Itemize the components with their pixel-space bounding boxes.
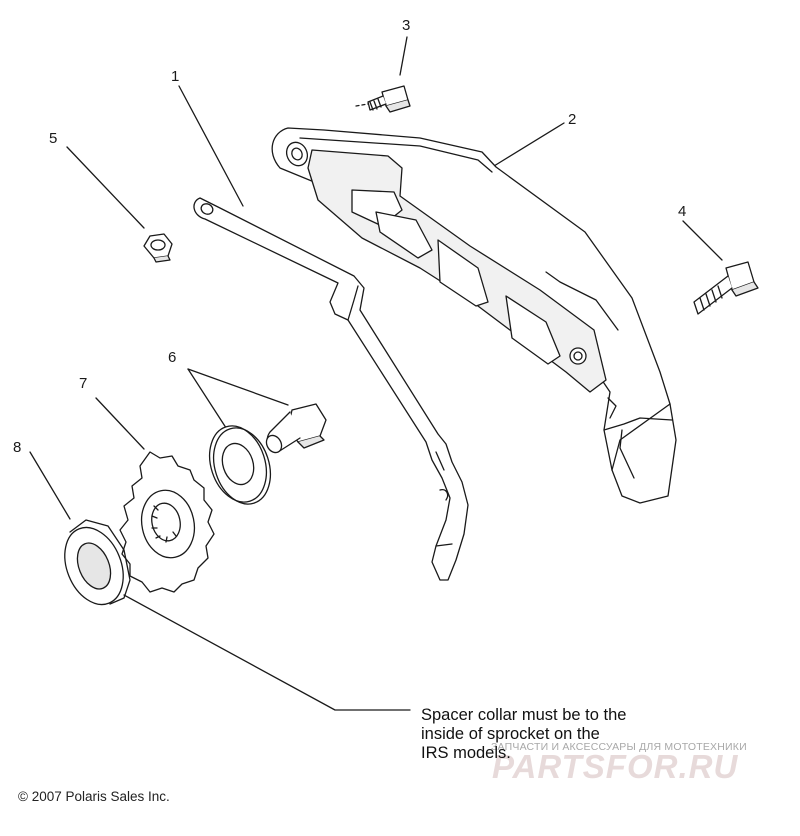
bracket	[193, 197, 469, 581]
leader-lines	[29, 36, 723, 711]
callout-1: 1	[171, 68, 179, 85]
chain-guard	[271, 127, 677, 504]
sprocket	[119, 451, 215, 593]
nut	[143, 233, 173, 263]
screw	[355, 85, 411, 113]
washer	[208, 425, 272, 505]
callout-6: 6	[168, 349, 176, 366]
watermark-logo: PARTSFOR.RU	[492, 748, 739, 785]
callout-4: 4	[678, 203, 686, 220]
spacer-collar	[64, 519, 131, 606]
note-line-2: inside of sprocket on the	[421, 725, 600, 743]
callout-5: 5	[49, 130, 57, 147]
callout-3: 3	[402, 17, 410, 34]
callout-2: 2	[568, 111, 576, 128]
bolt	[693, 261, 759, 315]
note-line-3: IRS models.	[421, 744, 511, 762]
copyright-text: © 2007 Polaris Sales Inc.	[18, 789, 170, 804]
callout-8: 8	[13, 439, 21, 456]
sprocket-bolt	[265, 403, 327, 454]
callout-numbers: 1 2 3 4 5 6 7 8	[13, 17, 686, 456]
note-line-1: Spacer collar must be to the	[421, 706, 627, 724]
watermark-tagline: ЗАПЧАСТИ И АКСЕССУАРЫ ДЛЯ МОТОТЕХНИКИ	[491, 741, 747, 753]
assembly-note: Spacer collar must be to the inside of s…	[421, 706, 721, 763]
callout-7: 7	[79, 375, 87, 392]
